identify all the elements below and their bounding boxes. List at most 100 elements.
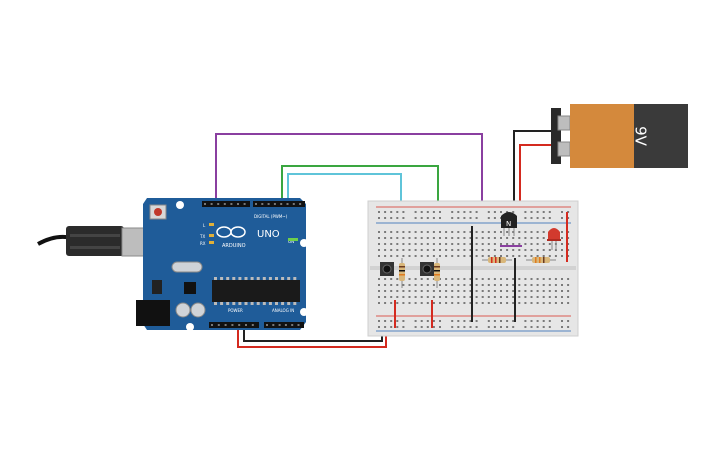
breadboard-hole[interactable]: [481, 255, 484, 257]
breadboard-hole[interactable]: [524, 255, 527, 257]
breadboard-hole[interactable]: [493, 211, 496, 213]
header-pin[interactable]: [284, 324, 287, 326]
breadboard-hole[interactable]: [463, 237, 466, 239]
breadboard-hole[interactable]: [463, 211, 466, 213]
breadboard-hole[interactable]: [408, 249, 411, 251]
breadboard-hole[interactable]: [414, 296, 417, 298]
breadboard-hole[interactable]: [536, 296, 539, 298]
breadboard-hole[interactable]: [536, 243, 539, 245]
breadboard-hole[interactable]: [426, 302, 429, 304]
chip-pin[interactable]: [226, 302, 230, 305]
breadboard-hole[interactable]: [439, 243, 441, 245]
breadboard-hole[interactable]: [384, 278, 387, 280]
breadboard-hole[interactable]: [506, 255, 509, 257]
breadboard-hole[interactable]: [408, 255, 411, 257]
breadboard-hole[interactable]: [487, 243, 490, 245]
breadboard-hole[interactable]: [530, 302, 533, 304]
breadboard-hole[interactable]: [487, 255, 490, 257]
analog-header[interactable]: [264, 322, 304, 328]
breadboard-hole[interactable]: [561, 320, 563, 322]
breadboard-hole[interactable]: [530, 290, 533, 292]
breadboard-hole[interactable]: [530, 249, 533, 251]
breadboard-hole[interactable]: [554, 290, 557, 292]
breadboard-hole[interactable]: [536, 278, 539, 280]
breadboard-hole[interactable]: [487, 326, 490, 328]
breadboard-hole[interactable]: [561, 278, 563, 280]
resistor-led[interactable]: [526, 257, 556, 263]
breadboard-hole[interactable]: [378, 320, 380, 322]
breadboard-hole[interactable]: [475, 237, 478, 239]
header-pin[interactable]: [243, 203, 246, 205]
breadboard-hole[interactable]: [487, 217, 490, 219]
breadboard-hole[interactable]: [439, 249, 441, 251]
breadboard-hole[interactable]: [414, 237, 417, 239]
breadboard-hole[interactable]: [432, 211, 435, 213]
breadboard-hole[interactable]: [384, 243, 387, 245]
breadboard-hole[interactable]: [396, 243, 399, 245]
header-pin[interactable]: [273, 203, 276, 205]
breadboard-hole[interactable]: [451, 231, 454, 233]
breadboard-hole[interactable]: [463, 255, 466, 257]
breadboard-hole[interactable]: [402, 255, 405, 257]
breadboard-hole[interactable]: [536, 249, 539, 251]
header-pin[interactable]: [286, 203, 289, 205]
breadboard-hole[interactable]: [463, 231, 466, 233]
breadboard-hole[interactable]: [475, 302, 478, 304]
breadboard-hole[interactable]: [414, 290, 417, 292]
breadboard-hole[interactable]: [396, 211, 399, 213]
breadboard-hole[interactable]: [445, 296, 448, 298]
header-pin[interactable]: [238, 324, 241, 326]
breadboard-hole[interactable]: [493, 278, 496, 280]
chip-pin[interactable]: [281, 277, 285, 280]
breadboard-hole[interactable]: [420, 278, 423, 280]
breadboard-hole[interactable]: [445, 284, 448, 286]
breadboard-hole[interactable]: [512, 255, 515, 257]
breadboard-hole[interactable]: [475, 249, 478, 251]
breadboard-hole[interactable]: [402, 243, 405, 245]
chip-pin[interactable]: [244, 277, 248, 280]
breadboard-hole[interactable]: [432, 284, 435, 286]
breadboard-hole[interactable]: [530, 237, 533, 239]
breadboard-hole[interactable]: [396, 320, 399, 322]
header-pin[interactable]: [217, 203, 220, 205]
breadboard-hole[interactable]: [548, 284, 551, 286]
breadboard-hole[interactable]: [561, 284, 563, 286]
breadboard-hole[interactable]: [390, 326, 393, 328]
header-pin[interactable]: [237, 203, 239, 205]
breadboard-hole[interactable]: [548, 326, 551, 328]
breadboard-hole[interactable]: [542, 243, 545, 245]
breadboard-hole[interactable]: [432, 231, 435, 233]
header-pin[interactable]: [224, 324, 227, 326]
breadboard-hole[interactable]: [512, 211, 515, 213]
breadboard-hole[interactable]: [506, 231, 509, 233]
breadboard-hole[interactable]: [426, 249, 429, 251]
breadboard-hole[interactable]: [500, 296, 502, 298]
breadboard-hole[interactable]: [493, 255, 496, 257]
breadboard-hole[interactable]: [518, 231, 521, 233]
breadboard-hole[interactable]: [451, 326, 454, 328]
breadboard-hole[interactable]: [439, 296, 441, 298]
breadboard-hole[interactable]: [548, 217, 551, 219]
breadboard-hole[interactable]: [500, 249, 502, 251]
breadboard-hole[interactable]: [524, 217, 527, 219]
breadboard-hole[interactable]: [426, 278, 429, 280]
breadboard-hole[interactable]: [469, 290, 472, 292]
breadboard-hole[interactable]: [451, 278, 454, 280]
breadboard-hole[interactable]: [493, 231, 496, 233]
chip-pin[interactable]: [220, 302, 224, 305]
breadboard-hole[interactable]: [463, 278, 466, 280]
breadboard-hole[interactable]: [518, 243, 521, 245]
chip-pin[interactable]: [293, 302, 297, 305]
breadboard-hole[interactable]: [396, 217, 399, 219]
chip-pin[interactable]: [220, 277, 224, 280]
breadboard-hole[interactable]: [457, 243, 460, 245]
breadboard-hole[interactable]: [500, 255, 502, 257]
breadboard-hole[interactable]: [426, 284, 429, 286]
breadboard-hole[interactable]: [524, 211, 527, 213]
breadboard-hole[interactable]: [500, 243, 502, 245]
breadboard-hole[interactable]: [561, 255, 563, 257]
breadboard-hole[interactable]: [445, 290, 448, 292]
breadboard-hole[interactable]: [390, 284, 393, 286]
breadboard-hole[interactable]: [426, 326, 429, 328]
breadboard-hole[interactable]: [402, 284, 405, 286]
